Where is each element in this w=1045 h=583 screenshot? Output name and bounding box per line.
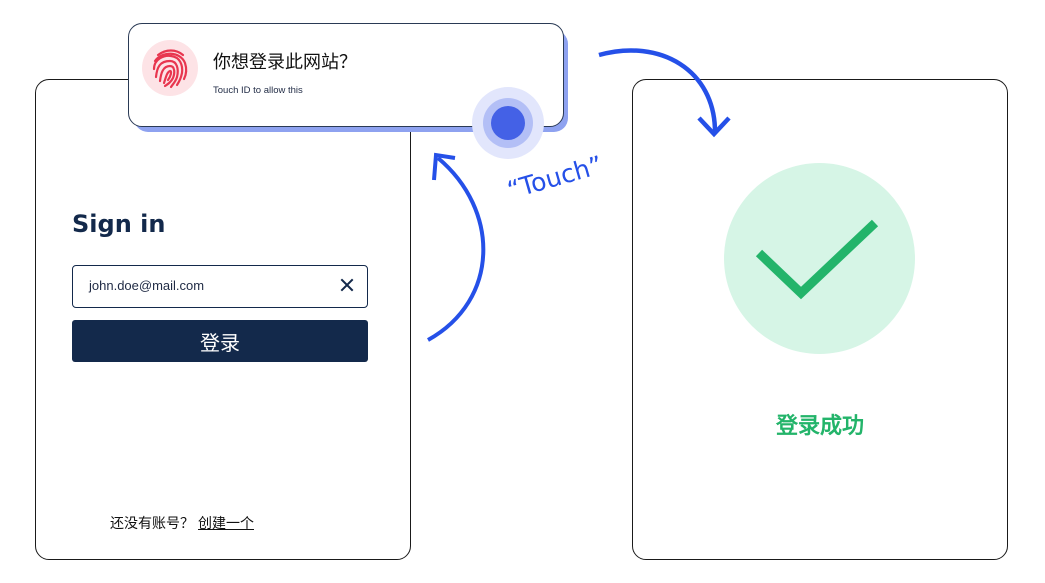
create-account-link[interactable]: 创建一个 xyxy=(198,516,254,532)
email-field[interactable]: john.doe@mail.com xyxy=(72,265,368,308)
sign-in-title: Sign in xyxy=(72,210,166,238)
arrow-down-icon xyxy=(598,48,718,133)
signup-prompt: 还没有账号？创建一个 xyxy=(110,513,254,533)
checkmark-icon xyxy=(755,219,879,300)
arrow-up-icon xyxy=(427,156,486,342)
success-badge xyxy=(724,163,915,354)
fingerprint-badge xyxy=(142,40,198,96)
fingerprint-icon xyxy=(152,49,188,89)
signup-prompt-text: 还没有账号？ xyxy=(110,516,194,532)
close-icon[interactable] xyxy=(339,276,355,294)
touch-point[interactable] xyxy=(491,106,525,140)
login-card xyxy=(35,79,411,560)
login-button[interactable]: 登录 xyxy=(72,320,368,362)
success-message: 登录成功 xyxy=(632,408,1008,440)
dialog-subtitle: Touch ID to allow this xyxy=(213,85,303,96)
email-value: john.doe@mail.com xyxy=(89,278,205,293)
success-message-text: 登录成功 xyxy=(775,414,864,439)
dialog-title: 你想登录此网站？ xyxy=(213,52,357,73)
